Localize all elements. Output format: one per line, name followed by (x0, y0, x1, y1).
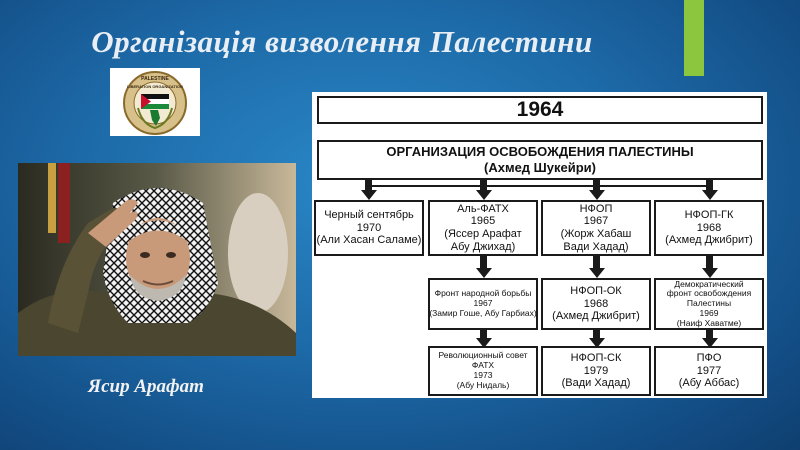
arrowhead (476, 190, 492, 200)
node-line: ПФО (696, 352, 722, 365)
node-line: Вади Хадад) (563, 240, 629, 253)
node-line: 1965 (470, 215, 496, 228)
node-line: 1968 (696, 221, 722, 234)
node-line: (Замир Гоше, Абу Гарбиах) (429, 307, 537, 318)
node-nfop: НФОП 1967 (Жорж Хабаш Вади Хадад) (541, 200, 651, 256)
node-democratic-front: Демократический фронт освобождения Палес… (654, 278, 764, 330)
node-line: 1977 (696, 364, 722, 377)
root-line-1: ОРГАНИЗАЦИЯ ОСВОБОЖДЕНИЯ ПАЛЕСТИНЫ (386, 143, 694, 159)
arrow-shaft (593, 180, 600, 190)
arrowhead (476, 268, 492, 278)
node-line: (Абу Нидаль) (456, 379, 510, 390)
arrowhead (589, 190, 605, 200)
logo-ring-text: LIBERATION ORGANIZATION (127, 84, 183, 89)
logo-top-text: PALESTINE (141, 76, 169, 82)
arrow-shaft (706, 180, 713, 190)
arrowhead (702, 190, 718, 200)
root-node-plo: ОРГАНИЗАЦИЯ ОСВОБОЖДЕНИЯ ПАЛЕСТИНЫ (Ахме… (317, 140, 763, 180)
root-line-2: (Ахмед Шукейри) (484, 160, 596, 175)
node-line: Фронт народной борьбы (434, 288, 532, 299)
node-line: 1970 (356, 221, 382, 234)
arrow-shaft (480, 180, 487, 190)
node-line: НФОП-ГК (684, 209, 734, 222)
node-line: (Али Хасан Саламе) (316, 234, 422, 247)
node-line: НФОП-СК (570, 352, 622, 365)
node-nfop-gk: НФОП-ГК 1968 (Ахмед Джибрит) (654, 200, 764, 256)
arrow-shaft (365, 180, 372, 190)
node-line: 1967 (473, 298, 493, 309)
node-line: 1979 (583, 364, 609, 377)
node-line: Аль-ФАТХ (457, 202, 509, 215)
arrow-shaft (593, 330, 600, 340)
node-popular-struggle-front: Фронт народной борьбы 1967 (Замир Гоше, … (428, 278, 538, 330)
node-line: (Абу Аббас) (678, 377, 740, 390)
plo-emblem-icon: PALESTINE LIBERATION ORGANIZATION (123, 71, 187, 135)
arrow-shaft (593, 256, 600, 268)
plo-logo: PALESTINE LIBERATION ORGANIZATION (110, 68, 200, 136)
arrowhead (702, 268, 718, 278)
arrowhead (361, 190, 377, 200)
arrowhead (589, 338, 605, 348)
slide-title: Організація визволення Палестини (91, 24, 593, 59)
node-line: 1969 (699, 307, 719, 318)
node-line: (Вади Хадад) (561, 377, 631, 390)
branch-connector (368, 185, 709, 187)
portrait-caption: Ясир Арафат (88, 376, 204, 397)
organization-diagram: 1964 ОРГАНИЗАЦИЯ ОСВОБОЖДЕНИЯ ПАЛЕСТИНЫ … (312, 92, 767, 398)
node-line: 1968 (583, 297, 609, 310)
node-line: Черный сентябрь (324, 209, 414, 222)
node-fatah-revolutionary-council: Революционный совет ФАТХ 1973 (Абу Нидал… (428, 346, 538, 396)
node-line: (Яссер Арафат (444, 228, 522, 240)
year-label: 1964 (516, 97, 564, 121)
node-line: Абу Джихад) (450, 240, 516, 253)
node-line: (Ахмед Джибрит) (665, 234, 753, 247)
node-line: фронт освобождения (666, 288, 752, 299)
node-line: (Жорж Хабаш (560, 228, 632, 240)
node-line: Демократический (674, 278, 744, 289)
arrow-shaft (480, 256, 487, 268)
arrow-shaft (706, 256, 713, 268)
arrowhead (589, 268, 605, 278)
node-line: 1967 (583, 215, 609, 228)
arrowhead (702, 338, 718, 348)
arrowhead (476, 338, 492, 348)
year-box: 1964 (317, 96, 763, 124)
arrow-shaft (480, 330, 487, 340)
node-line: ФАТХ (471, 360, 495, 371)
node-line: НФОП (579, 202, 613, 215)
node-nfop-ok: НФОП-ОК 1968 (Ахмед Джибрит) (541, 278, 651, 330)
node-line: 1973 (473, 370, 493, 380)
node-line: (Наиф Хаватме) (676, 317, 742, 328)
node-black-september: Черный сентябрь 1970 (Али Хасан Саламе) (314, 200, 424, 256)
node-line: Палестины (686, 298, 732, 309)
arrow-shaft (706, 330, 713, 340)
node-line: НФОП-ОК (570, 285, 622, 298)
accent-bar (684, 0, 704, 76)
portrait-photo (18, 163, 296, 356)
node-fatah: Аль-ФАТХ 1965 (Яссер Арафат Абу Джихад) (428, 200, 538, 256)
node-line: Революционный совет (438, 350, 528, 361)
node-nfop-sk: НФОП-СК 1979 (Вади Хадад) (541, 346, 651, 396)
node-pfo: ПФО 1977 (Абу Аббас) (654, 346, 764, 396)
node-line: (Ахмед Джибрит) (552, 310, 640, 323)
